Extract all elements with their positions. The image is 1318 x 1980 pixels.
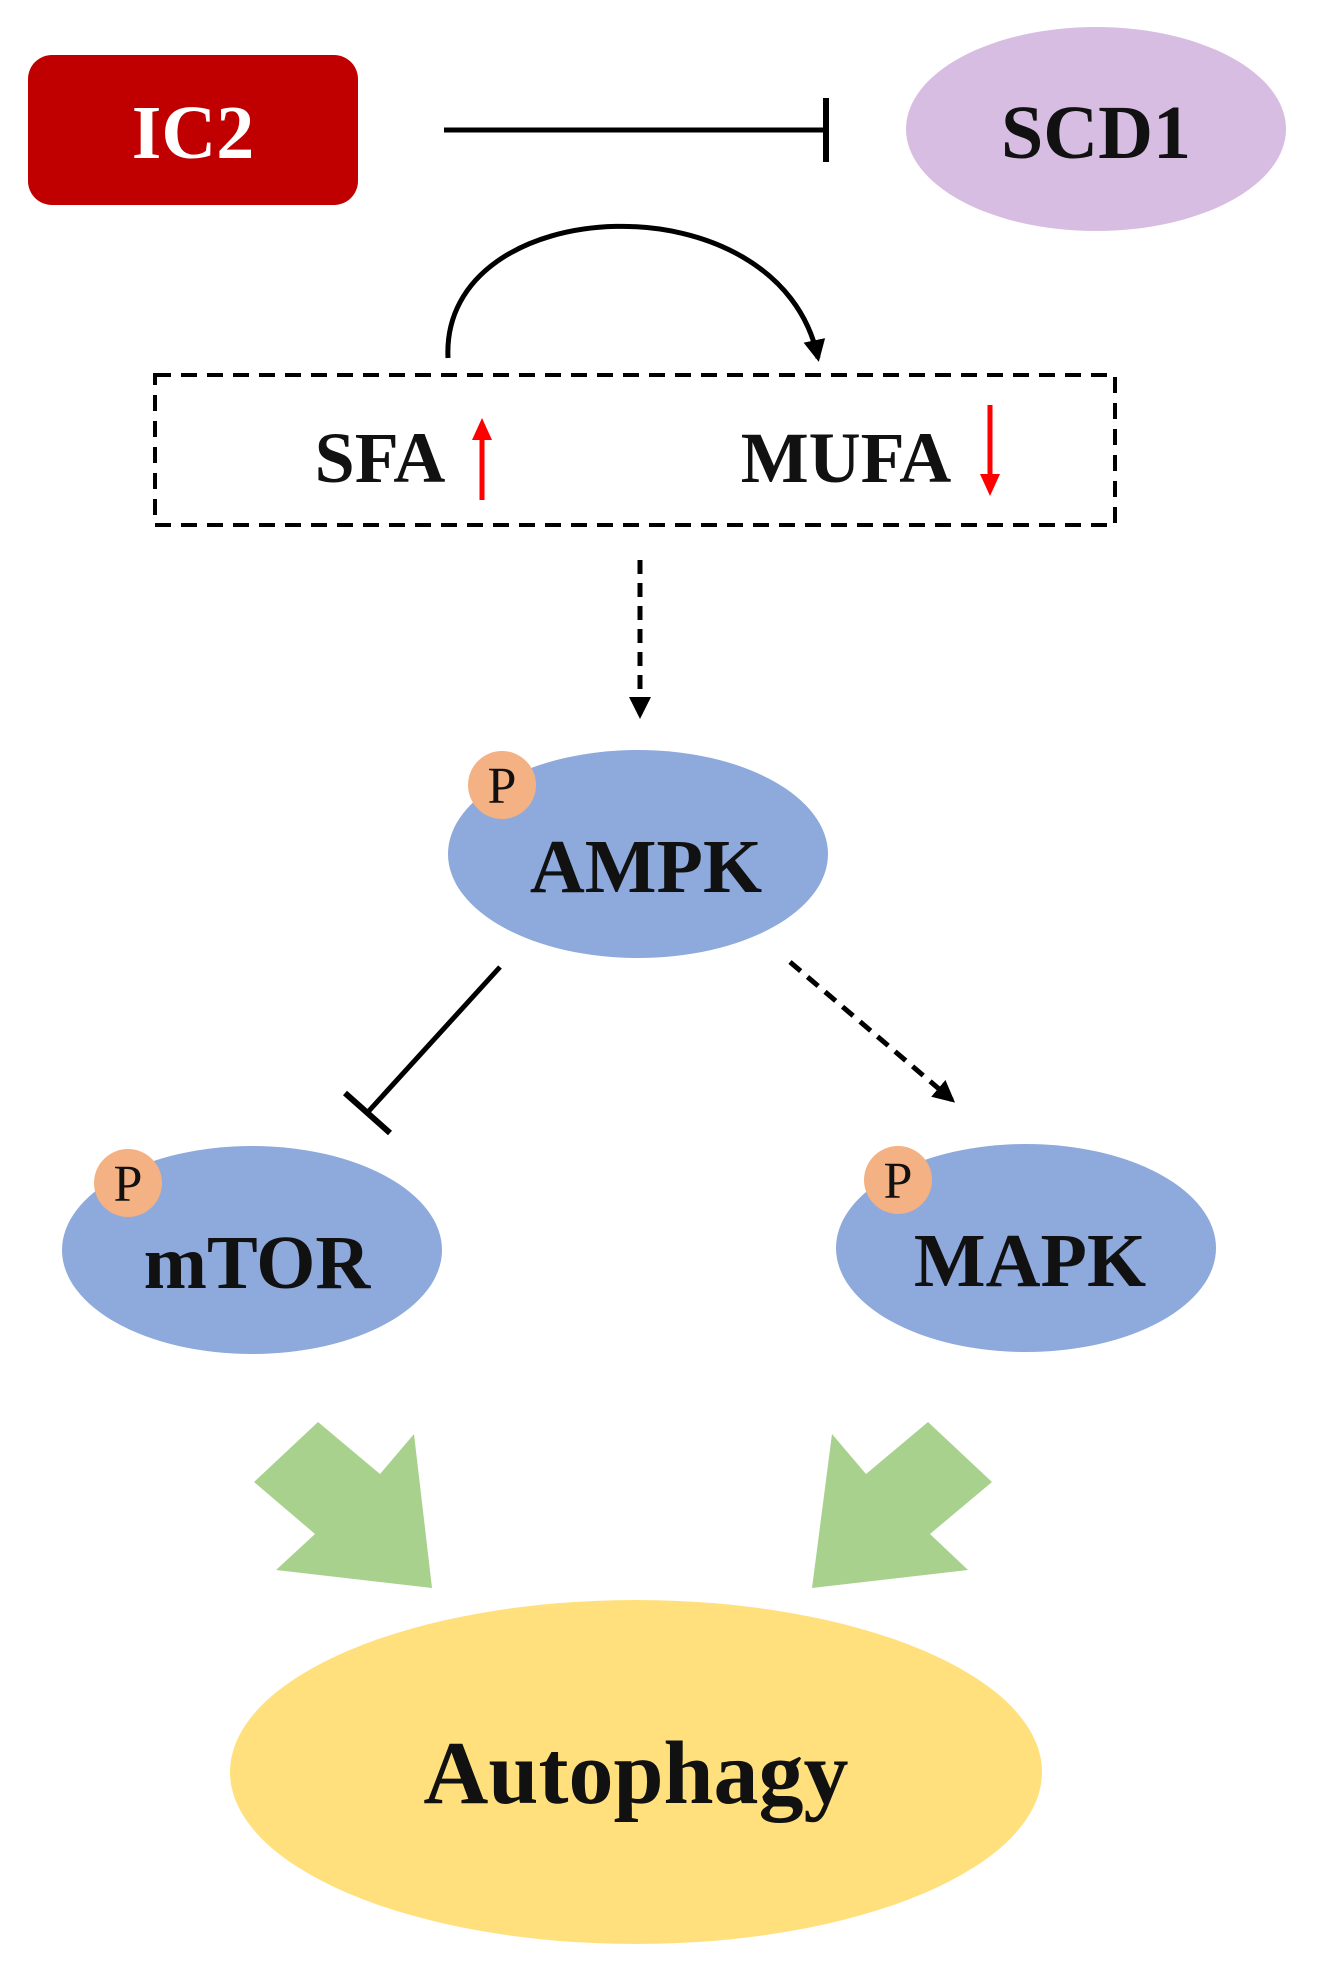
ampk-inhibits-mtor-edge: [343, 965, 502, 1136]
sfa-up-arrow-icon: [472, 418, 492, 500]
autophagy-ellipse: [230, 1600, 1042, 1944]
autophagy-label: Autophagy: [423, 1724, 848, 1823]
ic2-inhibits-scd1-edge: [444, 98, 829, 162]
ampk-ellipse: [448, 750, 828, 958]
fatty-acid-box: [153, 373, 1117, 527]
mapk-ellipse: [836, 1144, 1216, 1352]
ampk-phospho-icon: [468, 751, 536, 819]
mapk-to-autophagy-block-arrow: [812, 1422, 992, 1588]
ic2-node: IC2: [28, 55, 358, 205]
mufa-label: MUFA: [741, 418, 952, 498]
scd1-ellipse: [906, 27, 1286, 231]
scd1-node: SCD1: [906, 27, 1286, 231]
mufa-down-arrow-icon: [980, 405, 1000, 496]
mapk-label: MAPK: [914, 1219, 1146, 1303]
ic2-label: IC2: [132, 91, 254, 175]
ampk-activates-mapk-arrow: [788, 960, 956, 1103]
ampk-phospho-label: P: [488, 758, 517, 815]
sfa-label: SFA: [315, 418, 446, 498]
mapk-node: P MAPK: [836, 1144, 1216, 1352]
scd1-label: SCD1: [1001, 91, 1191, 175]
autophagy-node: Autophagy: [230, 1600, 1042, 1944]
mapk-phospho-label: P: [884, 1153, 913, 1210]
ampk-node: P AMPK: [448, 750, 828, 958]
mtor-phospho-label: P: [114, 1156, 143, 1213]
mtor-phospho-icon: [94, 1149, 162, 1217]
sfa-to-mufa-arrow: [445, 223, 826, 362]
mapk-phospho-icon: [864, 1146, 932, 1214]
mtor-node: P mTOR: [62, 1146, 442, 1354]
mtor-label: mTOR: [144, 1221, 372, 1305]
ic2-box: [28, 55, 358, 205]
ampk-label: AMPK: [530, 825, 762, 909]
mtor-to-autophagy-block-arrow: [254, 1422, 432, 1588]
